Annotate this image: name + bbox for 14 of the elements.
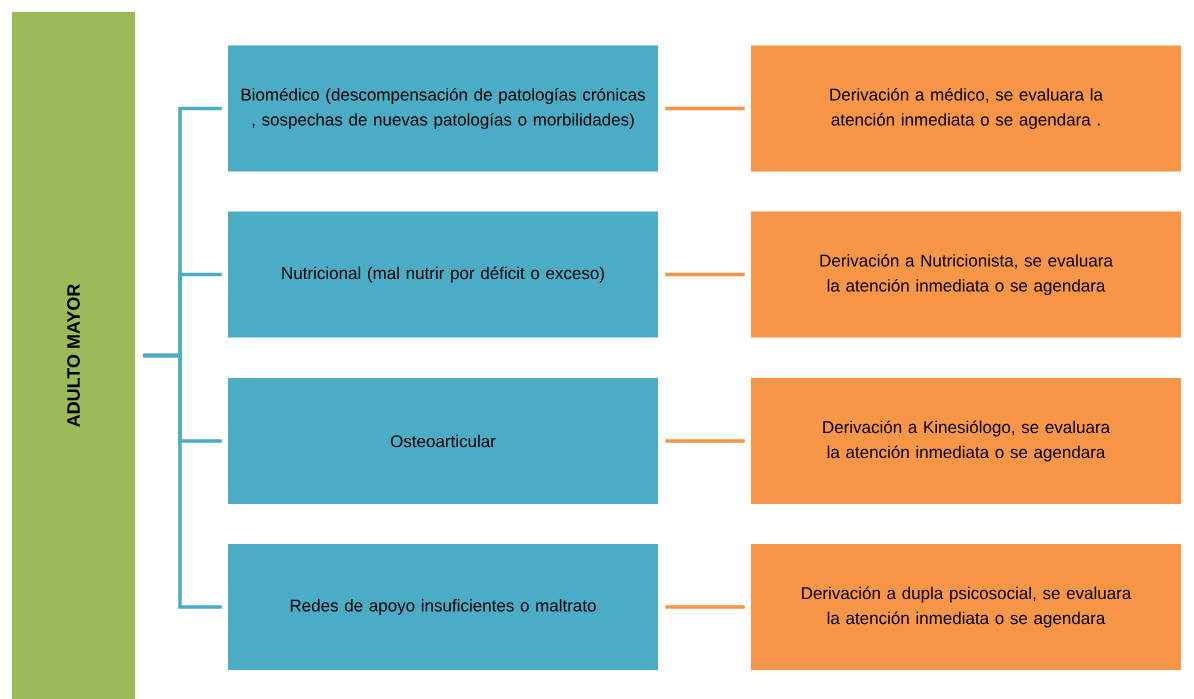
category-box: Biomédico (descompensación de patologías crónicas , sospechas de nuevas patologías o morbilidades) xyxy=(228,45,658,172)
category-box: Nutricional (mal nutrir por déficit o exceso) xyxy=(228,211,658,338)
connector-line xyxy=(665,439,745,443)
side-band: ADULTO MAYOR xyxy=(12,12,135,699)
category-box: Osteoarticular xyxy=(228,378,658,504)
category-box: Redes de apoyo insuficientes o maltrato xyxy=(228,544,658,670)
connector-line xyxy=(665,272,745,277)
bracket-line xyxy=(143,353,222,609)
action-box: Derivación a Kinesiólogo, se evaluara la atención inmediata o se agendara xyxy=(751,378,1181,504)
action-box: Derivación a Nutricionista, se evaluara la atención inmediata o se agendara xyxy=(751,211,1181,338)
action-box: Derivación a médico, se evaluara la atención inmediata o se agendara . xyxy=(751,45,1181,172)
connector-line xyxy=(665,106,745,111)
connector-line xyxy=(665,605,745,609)
action-box: Derivación a dupla psicosocial, se evaluara la atención inmediata o se agendara xyxy=(751,544,1181,670)
